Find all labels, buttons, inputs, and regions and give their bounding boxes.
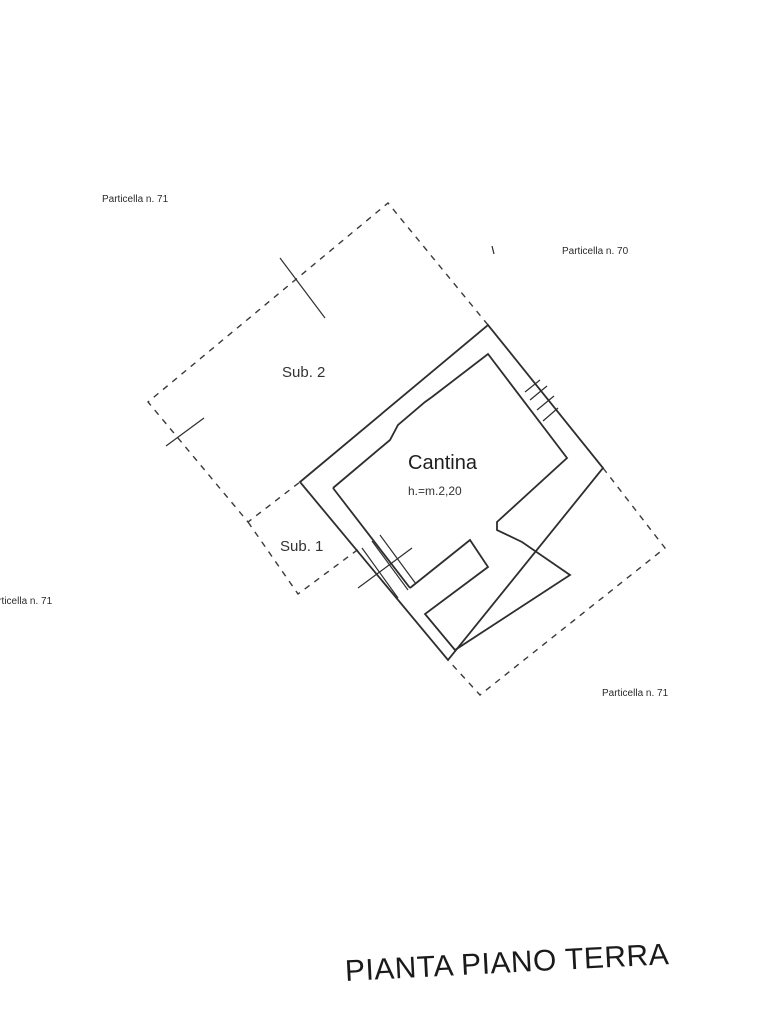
sub-2-boundary [147,202,489,523]
door-jamb [361,547,399,599]
parcel-label-left: Particella n. 71 [0,596,53,607]
section-tick [165,417,205,447]
window-mark [524,379,541,393]
door-jamb [424,613,456,651]
sub-1-label: Sub. 1 [280,538,324,555]
window-mark [536,395,555,411]
door-jamb [371,540,409,591]
room-name: Cantina [408,452,477,474]
window-mark [542,407,559,422]
door-jamb [379,534,417,585]
building-outer-wall [298,323,605,662]
parcel-label-bottom: Particella n. 71 [602,688,669,699]
window-mark [529,385,548,401]
section-tick [279,257,326,319]
inner-wall-closure [332,487,411,589]
room-height: h.=m.2,20 [408,484,462,498]
section-tick [357,547,413,589]
sub-2-label: Sub. 2 [282,364,326,381]
parcel-label-right: Particella n. 70 [562,246,629,257]
building-inner-wall [332,352,572,652]
small-mark [491,245,495,255]
parcel-label-top: Particella n. 71 [102,194,169,205]
sub-1-boundary [247,521,361,595]
courtyard-boundary [447,467,666,696]
